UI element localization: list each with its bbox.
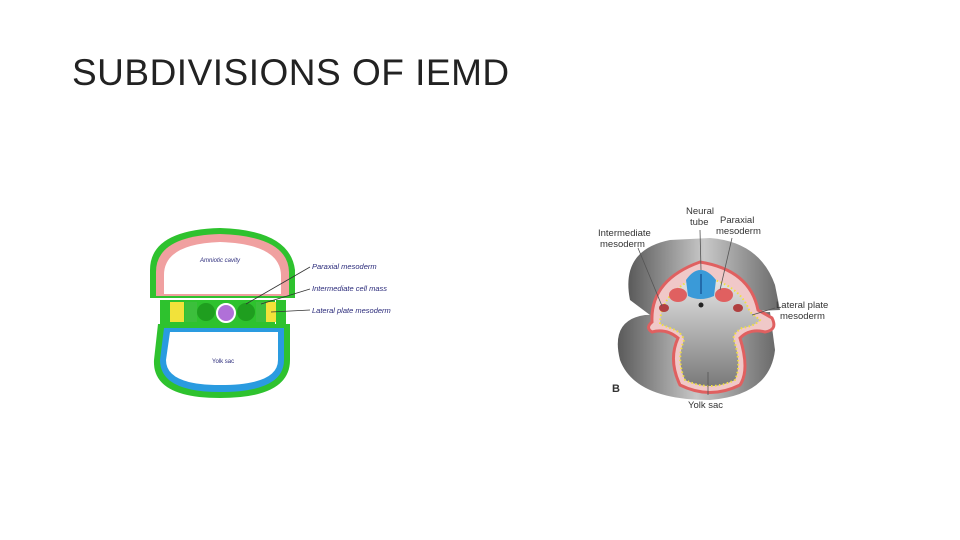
left-lateral-plate (170, 302, 184, 322)
neural-tube-leader (699, 229, 702, 271)
lateral-leader (270, 309, 311, 313)
neural-tube-label-2: tube (690, 217, 709, 228)
yolk-sac-cavity (658, 274, 762, 387)
yolk-sac-label: Yolk sac (212, 359, 234, 365)
paraxial-leader-b (719, 237, 733, 291)
lateral-plate-label-1: Lateral plate (776, 300, 828, 311)
left-paraxial-somite (669, 288, 687, 302)
cross-section-svg: Amniotic cavity Yolk sac Paraxial mesode… (150, 228, 391, 398)
panel-letter-b: B (612, 383, 620, 395)
intermediate-leader (260, 288, 311, 305)
yolk-sac-label-b: Yolk sac (688, 400, 723, 411)
notochord (216, 303, 236, 323)
left-intermediate-mass (659, 304, 669, 312)
neural-tube-label-1: Neural (686, 206, 714, 217)
right-ectoderm-flap (276, 300, 286, 324)
paraxial-label-2: mesoderm (716, 226, 761, 237)
left-ectoderm-flap (160, 300, 170, 324)
intermediate-label-1: Intermediate (598, 228, 651, 239)
right-paraxial (237, 303, 255, 321)
intermediate-label-2: mesoderm (600, 239, 645, 250)
paraxial-leader (245, 266, 311, 305)
amniotic-cavity (164, 242, 281, 294)
embryo-svg: Neural tube Paraxial mesoderm Intermedia… (598, 206, 828, 411)
right-paraxial-somite (715, 288, 733, 302)
right-intermediate-mass (733, 304, 743, 312)
lateral-plate-label-2: mesoderm (780, 311, 825, 322)
intermediate-leader-b (637, 247, 663, 307)
intermediate-cell-mass-label: Intermediate cell mass (312, 284, 387, 293)
mesoderm-cross-section-diagram: Amniotic cavity Yolk sac Paraxial mesode… (140, 220, 420, 405)
lateral-plate-mesoderm-label: Lateral plate mesoderm (312, 306, 391, 315)
yolk-cavity (166, 332, 278, 385)
embryo-3d-diagram: Neural tube Paraxial mesoderm Intermedia… (590, 200, 840, 440)
right-intermediate (256, 302, 266, 322)
lateral-leader-b (751, 307, 776, 316)
paraxial-mesoderm-label: Paraxial mesoderm (312, 262, 377, 271)
left-intermediate (185, 302, 197, 322)
paraxial-label-1: Paraxial (720, 215, 754, 226)
slide-title: SUBDIVISIONS OF IEMD (72, 52, 510, 93)
left-paraxial (197, 303, 215, 321)
notochord-b (698, 302, 704, 308)
amniotic-cavity-label: Amniotic cavity (199, 258, 241, 264)
